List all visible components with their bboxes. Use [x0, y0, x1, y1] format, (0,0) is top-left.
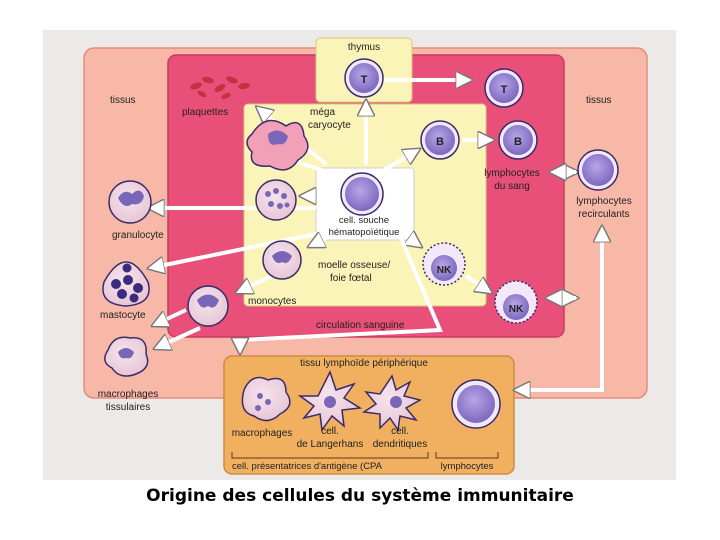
label-tissu-lympho: tissu lymphoïde périphérique	[300, 358, 428, 369]
label-mastocyte: mastocyte	[100, 310, 146, 321]
label-thymus: thymus	[348, 42, 380, 53]
tissue-macrophage-cell	[104, 336, 149, 377]
lymphocytes-bracket	[435, 452, 499, 459]
label-monocytes: monocytes	[248, 296, 296, 307]
label-circulation: circulation sanguine	[316, 320, 405, 331]
nk-label-marrow: NK	[437, 265, 452, 276]
platelets	[190, 76, 250, 100]
b-label-marrow: B	[436, 136, 444, 148]
marrow-b-cell: B	[420, 120, 460, 160]
dendritic-cell	[361, 374, 422, 433]
label-macro-tiss-2: tissulaires	[106, 402, 150, 413]
lymphoid-macrophage-cell	[241, 376, 291, 422]
blood-nk-cell: NK	[494, 280, 538, 324]
blood-b-cell: B	[498, 120, 538, 160]
megakaryocyte-cell	[246, 119, 309, 171]
label-macro-tiss-1: macrophages	[98, 389, 159, 400]
label-lymphocytes-bottom: lymphocytes	[441, 461, 494, 472]
marrow-nk-cell: NK	[422, 242, 466, 286]
label-lympho-sang-2: du sang	[494, 181, 530, 192]
label-macrophages: macrophages	[232, 428, 293, 439]
label-moelle-2: foie fœtal	[330, 273, 372, 284]
b-label-blood: B	[514, 136, 522, 148]
granulocyte-cell	[108, 180, 152, 224]
nk-label-blood: NK	[509, 304, 524, 315]
langerhans-cell	[297, 370, 363, 432]
label-mega-2: caryocyte	[308, 120, 351, 131]
mastocyte-cell	[102, 261, 150, 307]
thymus-t-cell: T	[344, 58, 384, 98]
label-stem-1: cell. souche	[339, 215, 389, 226]
lymphoid-lymphocyte	[451, 379, 501, 429]
blood-t-cell: T	[484, 68, 524, 108]
marrow-granular-cell	[255, 179, 297, 221]
t-label-thymus: T	[361, 74, 368, 86]
label-moelle-1: moelle osseuse/	[318, 260, 390, 271]
recirculating-lymphocyte	[577, 149, 619, 191]
blood-monocyte-cell	[187, 285, 229, 327]
label-stem-2: hématopoïétique	[329, 227, 400, 238]
t-label-blood: T	[501, 84, 508, 96]
label-dendritiques-2: dendritiques	[373, 439, 427, 450]
label-granulocyte: granulocyte	[112, 230, 164, 241]
label-langerhans-2: de Langerhans	[297, 439, 364, 450]
label-lympho-sang-1: lymphocytes	[484, 168, 540, 179]
label-tissus-right: tissus	[586, 95, 612, 106]
label-langerhans-1: cell.	[321, 426, 339, 437]
lymphoid-zone	[223, 355, 515, 475]
label-cpa: cell. présentatrices d'antigène (CPA	[232, 461, 383, 472]
label-plaquettes: plaquettes	[182, 107, 228, 118]
label-lympho-recirc-1: lymphocytes	[576, 196, 632, 207]
marrow-monocyte-cell	[262, 240, 302, 280]
arrow-recirculation	[516, 228, 602, 390]
label-dendritiques-1: cell.	[391, 426, 409, 437]
arrow-to-lymphoid	[240, 235, 443, 352]
stem-cell	[340, 172, 384, 216]
label-mega-1: méga	[310, 107, 335, 118]
figure-caption: Origine des cellules du système immunita…	[146, 486, 574, 506]
label-tissus-left: tissus	[110, 95, 136, 106]
cpa-bracket	[231, 452, 429, 459]
label-lympho-recirc-2: recirculants	[578, 209, 629, 220]
